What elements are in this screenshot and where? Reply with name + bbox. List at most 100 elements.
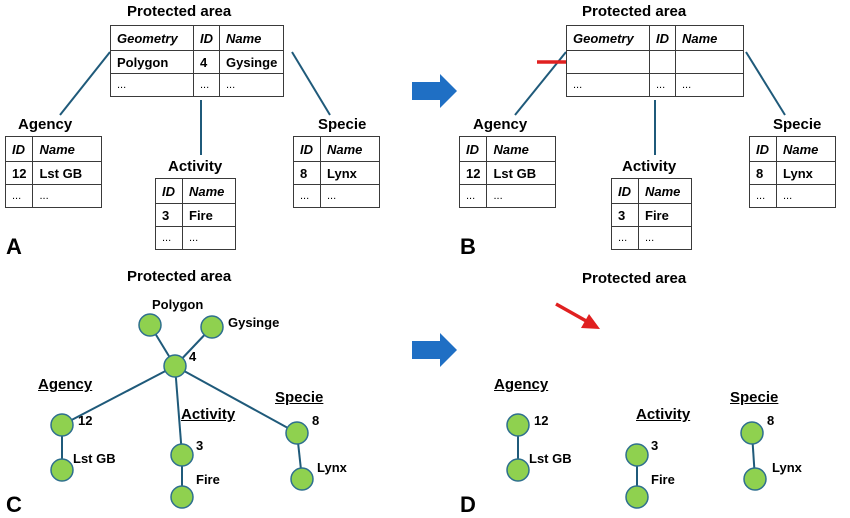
node-label-polygon: Polygon — [152, 297, 204, 312]
header-name: Name — [32, 136, 103, 162]
cell-id: 12 — [4, 161, 34, 185]
node-c-agency-id — [50, 413, 74, 437]
panel-label-d: D — [460, 492, 476, 517]
cell-ellipsis: ... — [566, 73, 650, 97]
header-id: ID — [458, 136, 488, 162]
cell-ellipsis: ... — [182, 226, 236, 250]
node-label-specie-id: 8 — [767, 413, 775, 428]
cell-name: Gysinge — [218, 50, 285, 74]
graph-d-agency-title: Agency — [494, 376, 549, 393]
cell-ellipsis: ... — [649, 73, 676, 97]
cell-id: 8 — [293, 161, 321, 185]
table-b-agency-title: Agency — [473, 116, 528, 133]
node-label-activity-id: 3 — [196, 438, 204, 453]
cell-name: Lynx — [320, 161, 380, 185]
node-label-activity-id: 3 — [651, 438, 659, 453]
header-id: ID — [293, 136, 321, 162]
cell-id: 12 — [458, 161, 488, 185]
node-label-gysinge: Gysinge — [228, 315, 280, 330]
connector-b-specie — [745, 51, 786, 116]
table-b-protected-area-title: Protected area — [582, 3, 687, 20]
node-label-pa-id: 4 — [189, 349, 197, 364]
header-id: ID — [749, 136, 777, 162]
graph-d-activity-title: Activity — [636, 406, 691, 423]
table-a-activity-title: Activity — [168, 158, 223, 175]
cell-empty — [675, 50, 744, 74]
cell-id: 8 — [749, 161, 777, 185]
node-c-activity-name — [170, 485, 194, 509]
table-b-protected-area: Geometry ID Name ... ... ... — [566, 25, 744, 97]
edge-c-4-3 — [174, 365, 183, 456]
node-label-agency-id: 12 — [78, 413, 93, 428]
node-c-specie-name — [290, 467, 314, 491]
table-b-activity-title: Activity — [622, 158, 677, 175]
connector-a-specie — [291, 51, 331, 116]
header-geometry: Geometry — [110, 25, 194, 51]
table-a-protected-area-title: Protected area — [127, 3, 232, 20]
node-label-specie-name: Lynx — [772, 460, 802, 475]
graph-d-specie-title: Specie — [730, 389, 779, 406]
cell-name: Fire — [182, 203, 236, 227]
node-label-activity-name: Fire — [196, 472, 220, 487]
node-d-agency-name — [506, 458, 530, 482]
node-d-specie-name — [743, 467, 767, 491]
cell-name: Fire — [638, 203, 692, 227]
header-id: ID — [155, 178, 183, 204]
panel-label-b: B — [460, 234, 476, 259]
graph-d-protected-area-title: Protected area — [582, 270, 687, 287]
header-name: Name — [638, 178, 692, 204]
graph-c-protected-area-title: Protected area — [127, 268, 232, 285]
node-label-agency-name: Lst GB — [73, 451, 116, 466]
cell-empty — [649, 50, 676, 74]
node-d-specie-id — [740, 421, 764, 445]
node-d-agency-id — [506, 413, 530, 437]
table-a-specie-title: Specie — [318, 116, 367, 133]
cell-ellipsis: ... — [4, 184, 34, 208]
red-arrow-d — [555, 302, 600, 329]
edge-c-4-12 — [61, 365, 176, 426]
cell-name: Lst GB — [32, 161, 103, 185]
cell-ellipsis: ... — [776, 184, 836, 208]
node-c-activity-id — [170, 443, 194, 467]
node-label-specie-name: Lynx — [317, 460, 347, 475]
cell-ellipsis: ... — [320, 184, 380, 208]
cell-id: 4 — [193, 50, 220, 74]
cell-ellipsis: ... — [638, 226, 692, 250]
node-c-polygon — [138, 313, 162, 337]
graph-c-agency-title: Agency — [38, 376, 93, 393]
node-label-specie-id: 8 — [312, 413, 320, 428]
cell-ellipsis: ... — [32, 184, 103, 208]
header-name: Name — [486, 136, 557, 162]
table-a-protected-area: Geometry ID Name Polygon 4 Gysinge ... .… — [110, 25, 285, 97]
header-name: Name — [218, 25, 285, 51]
cell-ellipsis: ... — [486, 184, 557, 208]
node-c-specie-id — [285, 421, 309, 445]
connector-a-agency — [59, 51, 111, 116]
node-label-agency-id: 12 — [534, 413, 549, 428]
cell-name: Lst GB — [486, 161, 557, 185]
header-name: Name — [776, 136, 836, 162]
node-d-activity-id — [625, 443, 649, 467]
panel-label-a: A — [6, 234, 22, 259]
header-geometry: Geometry — [566, 25, 650, 51]
header-id: ID — [611, 178, 639, 204]
cell-ellipsis: ... — [675, 73, 744, 97]
cell-id: 3 — [155, 203, 183, 227]
cell-empty — [566, 50, 650, 74]
node-d-activity-name — [625, 485, 649, 509]
edge-c-4-8 — [174, 365, 298, 434]
cell-id: 3 — [611, 203, 639, 227]
header-name: Name — [182, 178, 236, 204]
cell-ellipsis: ... — [155, 226, 183, 250]
blue-arrow-bottom — [412, 333, 457, 367]
cell-name: Lynx — [776, 161, 836, 185]
cell-ellipsis: ... — [193, 73, 220, 97]
cell-ellipsis: ... — [110, 73, 194, 97]
table-b-specie-title: Specie — [773, 116, 822, 133]
header-id: ID — [649, 25, 676, 51]
